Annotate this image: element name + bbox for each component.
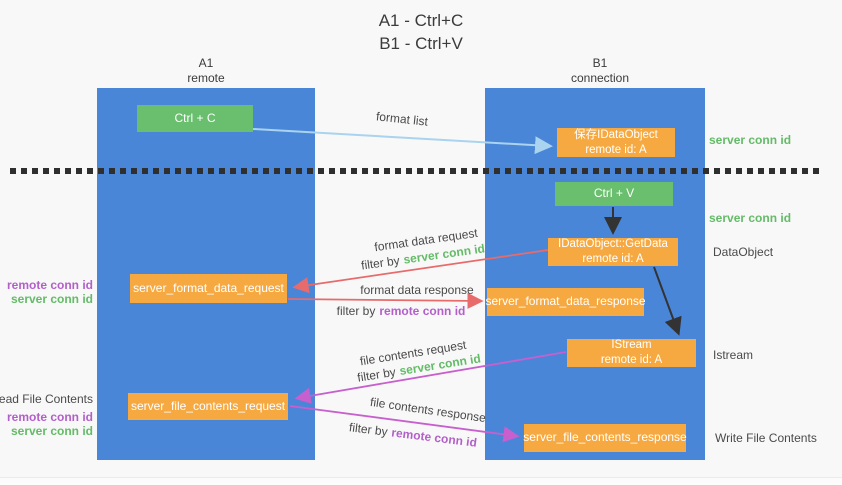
dataobject-label: DataObject [713, 245, 774, 259]
node-ctrl-v-label: Ctrl + V [593, 186, 635, 201]
left-remote-conn-id-2: remote conn id [6, 410, 93, 424]
node-format-request-label: server_format_data_request [133, 280, 284, 295]
page-title: A1 - Ctrl+C B1 - Ctrl+V [0, 10, 842, 56]
node-format-response-label: server_format_data_response [485, 294, 646, 309]
arrow-file-contents-response [289, 405, 520, 443]
machine-boundary-separator [10, 168, 824, 174]
node-file-response-label: server_file_contents_response [523, 430, 687, 445]
node-istream-line2: remote id: A [600, 354, 663, 366]
istream-label: Istream [713, 348, 754, 362]
node-server-format-data-response: server_format_data_response [485, 288, 646, 316]
bottom-divider [0, 477, 842, 485]
lane-b1-subtitle: connection [570, 71, 630, 85]
node-server-file-contents-request: server_file_contents_request [128, 393, 288, 420]
node-ctrl-v: Ctrl + V [555, 182, 673, 206]
lane-b1-name: B1 [592, 56, 608, 70]
lane-a1-subtitle: remote [187, 71, 225, 85]
filter-by-text: filter by [336, 304, 376, 318]
arrow-format-data-request [292, 249, 549, 294]
node-file-request-label: server_file_contents_request [130, 398, 286, 413]
node-server-format-data-request: server_format_data_request [130, 274, 287, 303]
node-save-dataobject-line1: 保存IDataObject [574, 128, 658, 141]
node-save-dataobject-line2: remote id: A [585, 143, 647, 156]
edge-label-format-data-response: format data response [360, 283, 474, 297]
arrow-getdata-to-istream [653, 266, 682, 336]
edge-label-filter-remote-1: filter by remote conn id [336, 304, 466, 318]
format-data-response-text: format data response [360, 283, 474, 297]
node-getdata-line1: IDataObject::GetData [558, 238, 668, 251]
node-ctrl-c-label: Ctrl + C [174, 110, 216, 125]
node-server-file-contents-response: server_file_contents_response [523, 424, 687, 452]
left-server-conn-id-2: server conn id [10, 424, 93, 438]
lane-header-a1: A1 remote [126, 56, 286, 86]
right-server-conn-id-1: server conn id [709, 133, 792, 147]
node-ctrl-c: Ctrl + C [137, 105, 253, 132]
write-file-contents-label: Write File Contents [715, 431, 817, 445]
remote-conn-id-text: remote conn id [379, 304, 466, 318]
node-getdata-line2: remote id: A [582, 253, 644, 265]
arrow-format-list [252, 128, 553, 155]
right-server-conn-id-2: server conn id [709, 211, 792, 225]
left-remote-conn-id: remote conn id [6, 278, 93, 292]
node-idataobject-getdata: IDataObject::GetData remote id: A [548, 238, 678, 266]
left-margin-file-contents: Read File Contents remote conn id server… [0, 392, 93, 438]
node-istream-line1: IStream [611, 339, 652, 352]
node-save-dataobject: 保存IDataObject remote id: A [557, 128, 675, 157]
arrow-file-contents-request [294, 351, 567, 404]
left-server-conn-id: server conn id [10, 292, 93, 306]
read-file-contents-label: Read File Contents [0, 392, 93, 406]
arrow-format-data-response [287, 292, 484, 309]
left-margin-conn-ids: remote conn id server conn id [7, 278, 93, 306]
title-line-2: B1 - Ctrl+V [379, 33, 463, 53]
node-istream: IStream remote id: A [567, 339, 696, 367]
lane-header-b1: B1 connection [520, 56, 680, 86]
title-line-1: A1 - Ctrl+C [378, 11, 464, 30]
lane-a1-name: A1 [198, 56, 214, 70]
